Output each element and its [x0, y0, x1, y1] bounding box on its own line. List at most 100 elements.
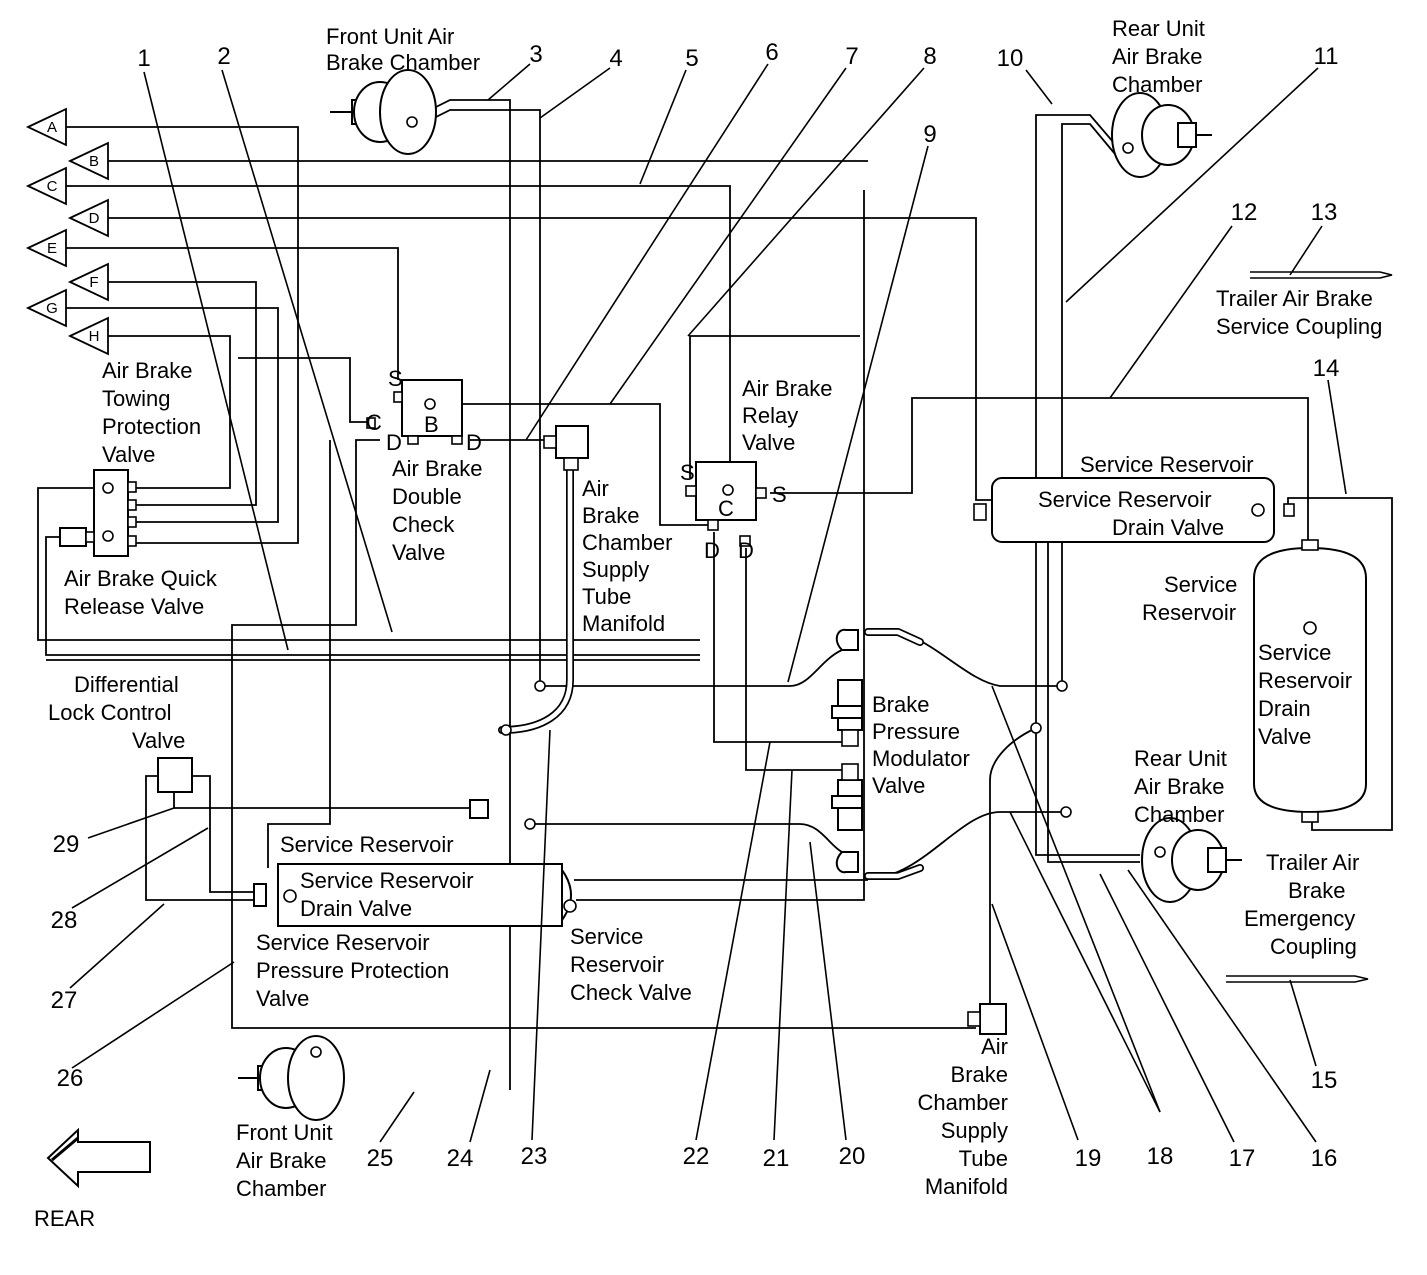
line-relay-s — [689, 335, 860, 478]
connector-h: H — [67, 316, 109, 356]
label-line: Air Brake — [392, 456, 482, 481]
label-line: Valve — [102, 442, 155, 467]
label-line: Air Brake — [742, 376, 832, 401]
callout-number: 25 — [367, 1145, 394, 1172]
label-line: Front Unit Air — [326, 24, 454, 49]
line-d — [108, 217, 992, 501]
relay-valve-body — [685, 461, 767, 547]
label-line: Coupling — [1270, 934, 1357, 959]
label-line: Chamber — [236, 1176, 326, 1201]
label-line: Service Coupling — [1216, 314, 1382, 339]
callout-number: 22 — [683, 1143, 710, 1170]
line-res-top — [267, 440, 331, 868]
label-line: Service Reservoir — [300, 868, 474, 893]
tubes — [498, 456, 924, 880]
label-service-reservoir-top: Service Reservoir — [1080, 452, 1254, 477]
brake-pressure-modulator-valve-body — [831, 628, 863, 874]
callout-number: 10 — [997, 45, 1024, 72]
label-line: Air Brake Quick — [64, 566, 218, 591]
label-line: Trailer Air Brake — [1216, 286, 1373, 311]
callout-number: 5 — [685, 45, 698, 72]
label-line: Emergency — [1244, 906, 1355, 931]
front-unit-air-brake-chamber-bottom — [238, 1035, 345, 1121]
line-g — [66, 307, 279, 523]
line-diff-1 — [173, 792, 470, 809]
leader-lines — [69, 63, 1347, 1143]
connector-triangle — [25, 166, 67, 206]
label-line: Chamber — [918, 1090, 1008, 1115]
connector-f: F — [67, 262, 109, 302]
front-unit-air-brake-chamber-top — [330, 69, 437, 155]
label-line: Tube — [582, 584, 631, 609]
callout-number: 29 — [53, 831, 80, 858]
label-line: Release Valve — [64, 594, 204, 619]
label-line: Protection — [102, 414, 201, 439]
connector-letter: H — [89, 328, 100, 345]
label-line: Reservoir — [1258, 668, 1352, 693]
label-line: Valve — [132, 728, 185, 753]
label-line: Air Brake — [1134, 774, 1224, 799]
line-diff-3 — [145, 775, 254, 901]
port-relay-c: C — [718, 496, 734, 521]
callout-number: 26 — [57, 1065, 84, 1092]
label-line: Rear Unit — [1134, 746, 1227, 771]
port-dcv-s: S — [388, 366, 403, 391]
connector-letter: D — [89, 210, 100, 227]
line-mod-feed-2 — [530, 823, 843, 853]
label-line: Valve — [1258, 724, 1311, 749]
label-line: Differential — [74, 672, 179, 697]
label-line: Lock Control — [48, 700, 172, 725]
connector-triangle — [67, 141, 109, 181]
label-line: Service — [570, 924, 643, 949]
line-fc-top-1 — [419, 99, 511, 1090]
callout-number: 18 — [1147, 1143, 1174, 1170]
rear-unit-air-brake-chamber-bottom — [1141, 817, 1242, 903]
label-line: Pressure — [872, 719, 960, 744]
port-relay-s-left: S — [680, 460, 695, 485]
callout-number: 27 — [51, 987, 78, 1014]
label-line: Valve — [256, 986, 309, 1011]
label-line: Drain — [1258, 696, 1311, 721]
callout-number: 16 — [1311, 1145, 1338, 1172]
connector-letter: C — [47, 178, 58, 195]
port-dcv-d2: D — [466, 430, 482, 455]
service-reservoir-front-body — [253, 863, 577, 927]
label-line: Brake — [1288, 878, 1345, 903]
label-line: Valve — [392, 540, 445, 565]
label-line: Double — [392, 484, 462, 509]
callout-number: 17 — [1229, 1145, 1256, 1172]
line-f — [108, 281, 257, 506]
air-lines — [37, 99, 1393, 1090]
label-line: Service Reservoir — [256, 930, 430, 955]
callout-number: 13 — [1311, 199, 1338, 226]
rear-direction-arrow — [46, 1127, 151, 1189]
callout-number: 15 — [1311, 1067, 1338, 1094]
label-line: Rear Unit — [1112, 16, 1205, 41]
label-rear-direction: REAR — [34, 1206, 95, 1231]
label-line: Air Brake — [1112, 44, 1202, 69]
connector-letter: G — [46, 300, 58, 317]
label-line: Manifold — [925, 1174, 1008, 1199]
line-c — [66, 185, 731, 480]
callout-number: 4 — [609, 45, 622, 72]
label-line: Brake Chamber — [326, 50, 480, 75]
label-line: Valve — [872, 773, 925, 798]
label-line: Drain Valve — [300, 896, 412, 921]
supply-tube-manifold-top-body — [543, 425, 589, 471]
label-line: Tube — [959, 1146, 1008, 1171]
callout-number: 24 — [447, 1145, 474, 1172]
towing-protection-valve-body — [59, 469, 137, 557]
callout-number: 1 — [137, 45, 150, 72]
line-a — [66, 126, 299, 544]
